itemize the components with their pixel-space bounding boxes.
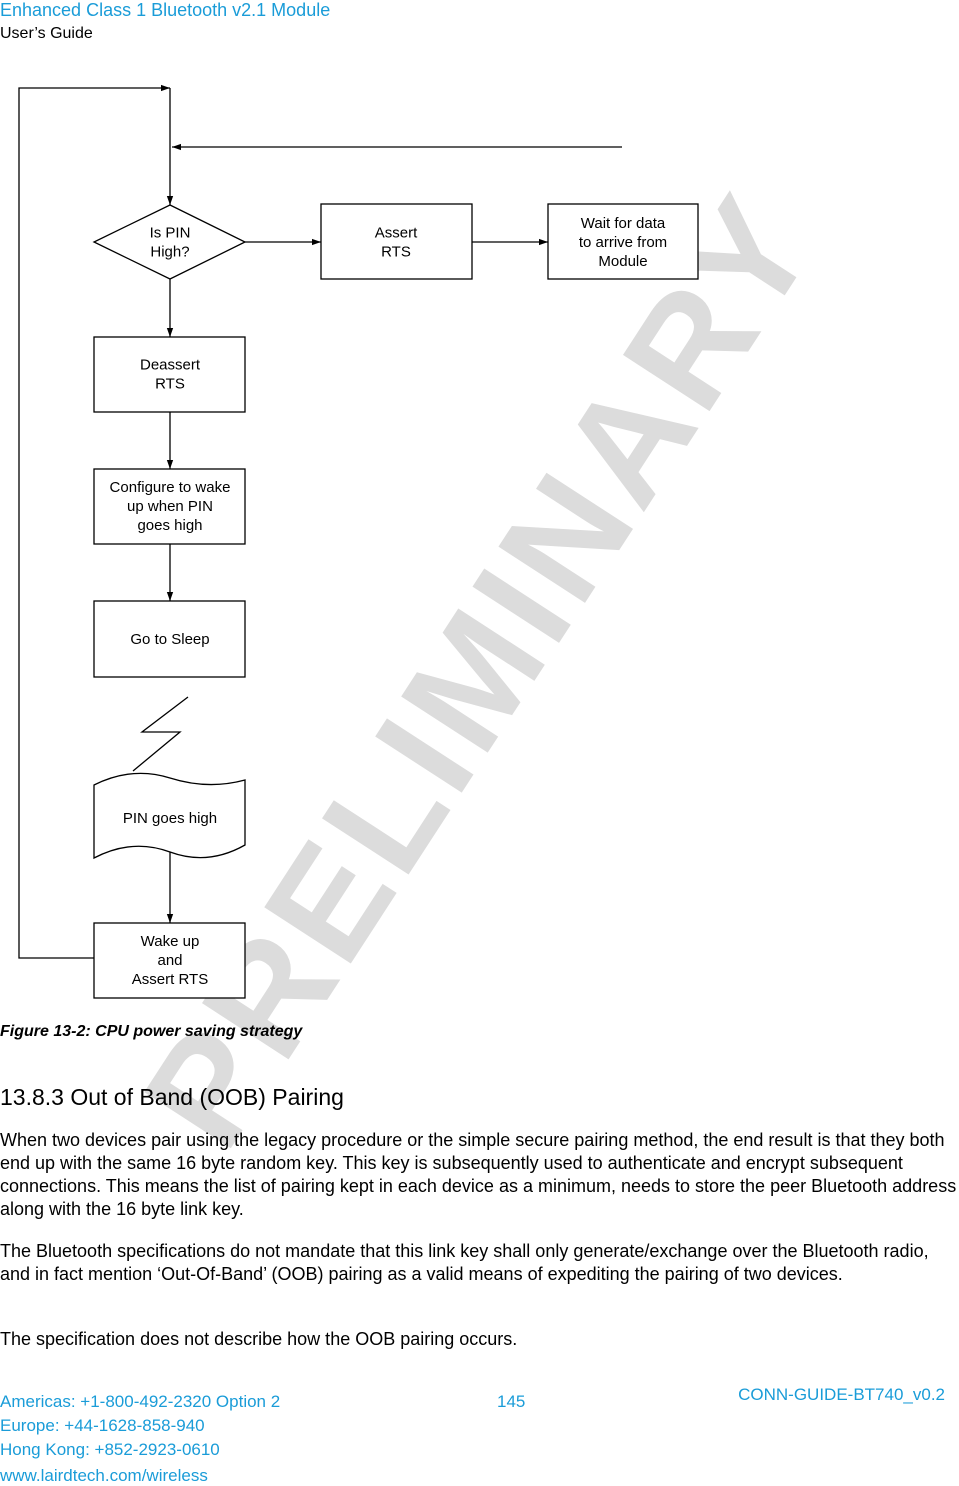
pin-goes-high-shape (93, 772, 246, 860)
go-to-sleep-box (93, 600, 246, 678)
paragraph-2: The Bluetooth specifications do not mand… (0, 1241, 929, 1284)
go-to-sleep-label: Go to Sleep (130, 631, 209, 648)
assert-rts-label-line: RTS (381, 244, 411, 261)
paragraph-3: The specification does not describe how … (0, 1329, 518, 1349)
wait-data-label-line: Wait for data (581, 215, 666, 232)
decision-label-line: Is PIN (150, 225, 191, 242)
decision-diamond (92, 204, 247, 280)
pin-goes-high-label-line: PIN goes high (123, 810, 217, 827)
wake-up-label-line: Wake up (141, 933, 200, 950)
footer-website-link[interactable]: www.lairdtech.com/wireless (0, 1466, 208, 1485)
decision-label: Is PIN High? (150, 225, 191, 261)
page-number: 145 (497, 1392, 526, 1411)
configure-wake-label-line: goes high (137, 517, 202, 534)
decision-label-line: High? (150, 244, 189, 261)
document-id: CONN-GUIDE-BT740_v0.2 (738, 1385, 945, 1404)
deassert-rts-label-line: RTS (155, 376, 185, 393)
assert-rts-box (320, 203, 473, 280)
wait-data-label-line: to arrive from (579, 234, 667, 251)
configure-wake-label: Configure to wake up when PIN goes high (110, 479, 231, 534)
footer-europe: Europe: +44-1628-858-940 (0, 1416, 205, 1435)
wake-up-label-line: and (157, 952, 182, 969)
wait-data-label-line: Module (598, 253, 647, 270)
document-subtitle: User’s Guide (0, 25, 93, 42)
assert-rts-label-line: Assert (375, 225, 418, 242)
configure-wake-box (93, 468, 246, 545)
section-heading: 13.8.3 Out of Band (OOB) Pairing (0, 1084, 344, 1110)
wake-up-box (93, 922, 246, 999)
deassert-rts-label-line: Deassert (140, 357, 201, 374)
deassert-rts-box (93, 336, 246, 413)
pin-goes-high-label: PIN goes high (123, 810, 217, 827)
wake-up-label-line: Assert RTS (132, 971, 208, 988)
footer-hongkong: Hong Kong: +852-2923-0610 (0, 1440, 220, 1459)
paragraph-1: When two devices pair using the legacy p… (0, 1130, 957, 1219)
footer-americas: Americas: +1-800-492-2320 Option 2 (0, 1392, 281, 1411)
configure-wake-label-line: Configure to wake (110, 479, 231, 496)
lightning-bolt-icon (132, 696, 189, 772)
go-to-sleep-label-line: Go to Sleep (130, 631, 209, 648)
wait-data-box (547, 203, 699, 280)
configure-wake-label-line: up when PIN (127, 498, 213, 515)
figure-caption: Figure 13-2: CPU power saving strategy (0, 1023, 303, 1040)
document-title: Enhanced Class 1 Bluetooth v2.1 Module (0, 0, 331, 20)
loop-back-connector (18, 84, 170, 959)
